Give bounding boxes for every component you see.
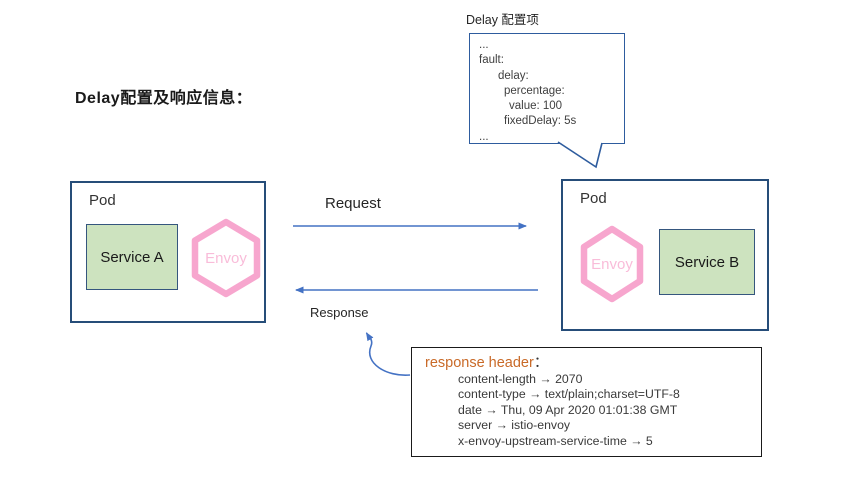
- service-b-box: Service B: [659, 229, 755, 295]
- pod-a-box: Pod Service A Envoy: [70, 181, 266, 323]
- pod-a-label: Pod: [89, 192, 116, 209]
- response-header-colon: ：: [533, 355, 549, 371]
- envoy-b-label: Envoy: [591, 255, 633, 273]
- service-a-box: Service A: [86, 224, 178, 290]
- config-line: ...: [479, 39, 489, 51]
- config-line: ...: [479, 130, 489, 143]
- response-header-box: response header： content-length → 2070 c…: [411, 347, 762, 457]
- response-header-entry: date → Thu, 09 Apr 2020 01:01:38 GMT: [458, 402, 678, 417]
- response-header-title-text: response header: [425, 355, 534, 371]
- envoy-hexagon-icon: Envoy: [579, 225, 645, 303]
- pod-b-box: Pod Envoy Service B: [561, 179, 769, 331]
- config-line: percentage:: [504, 84, 565, 97]
- response-pointer-arrow: [365, 332, 411, 376]
- config-line: delay:: [498, 69, 529, 82]
- response-header-entry: content-length → 2070: [458, 372, 583, 386]
- config-line: fault:: [479, 54, 504, 67]
- delay-config-callout: ... fault: delay: percentage: value: 100…: [469, 33, 625, 144]
- config-line: fixedDelay: 5s: [504, 115, 577, 128]
- pod-b-label: Pod: [580, 190, 607, 207]
- delay-callout-title: Delay 配置项: [466, 13, 539, 27]
- response-header-title: response header：: [425, 354, 761, 372]
- response-header-entry: server → istio-envoy: [458, 418, 571, 433]
- config-line: value: 100: [509, 100, 563, 113]
- request-label: Request: [325, 195, 381, 212]
- envoy-a-label: Envoy: [205, 249, 247, 267]
- envoy-hexagon-icon: Envoy: [190, 218, 262, 298]
- page-title: Delay配置及响应信息：: [75, 90, 253, 107]
- response-header-entry: content-type → text/plain;charset=UTF-8: [458, 387, 680, 402]
- response-label: Response: [310, 305, 369, 320]
- response-header-entry: x-envoy-upstream-service-time → 5: [458, 433, 653, 448]
